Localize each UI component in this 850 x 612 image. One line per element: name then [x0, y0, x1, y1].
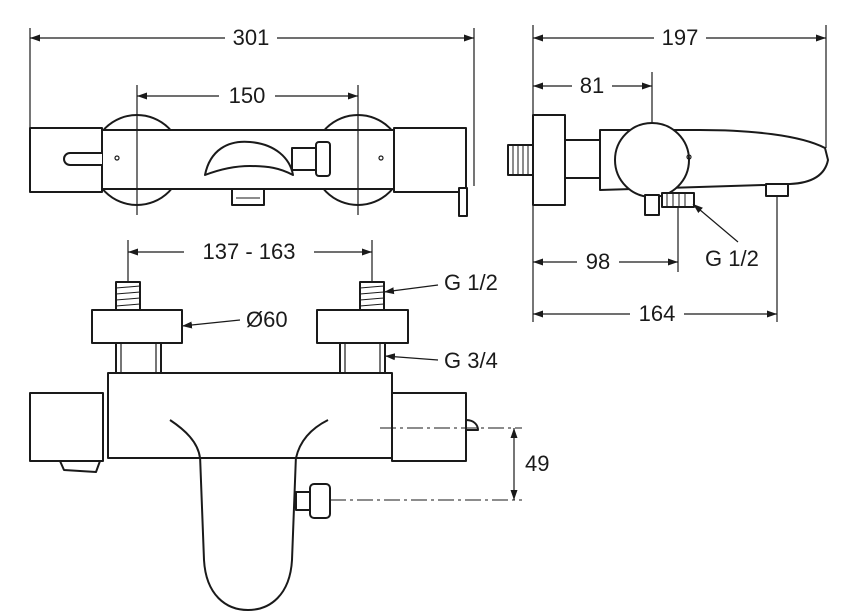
- top-view-screw-left: [114, 155, 120, 161]
- top-view-outlet-nozzle: [231, 188, 265, 206]
- side-view-spout-outlet: [765, 183, 789, 197]
- front-view-left-handle: [29, 392, 104, 462]
- front-view-right-handle: [391, 392, 467, 462]
- front-view-left-escutcheon: [91, 309, 183, 344]
- side-view-diverter: [644, 194, 660, 216]
- top-view-right-handle: [393, 127, 467, 193]
- front-view-spout-neck: [169, 419, 329, 459]
- front-view-diverter-knob: [309, 483, 331, 519]
- dim-overall-length: 301: [233, 25, 270, 50]
- side-view-escutcheon: [532, 114, 566, 206]
- side-view-axis-dot: [686, 154, 692, 160]
- top-view-lever-slot: [63, 152, 102, 166]
- front-view-left-lever: [59, 460, 101, 473]
- dim-wall-to-outlet: 98: [586, 249, 610, 274]
- leader-connector-thread: [384, 353, 439, 361]
- front-view-right-escutcheon: [316, 309, 409, 344]
- dim-overall-depth: 197: [662, 25, 699, 50]
- side-view: 197 81 98 G 1/2 164: [507, 24, 829, 326]
- top-view-spout: [204, 140, 294, 176]
- front-view-left-connector: [115, 342, 162, 374]
- side-view-inlet-thread: [507, 144, 534, 176]
- leader-outlet-thread: [692, 203, 739, 243]
- leader-escutcheon-diameter: [181, 319, 241, 329]
- top-view-diverter-stem: [291, 147, 317, 171]
- front-view-diverter-stem: [295, 491, 311, 511]
- front-view-right-connector: [339, 342, 386, 374]
- top-view: 301 150: [29, 24, 475, 217]
- front-view: 137 - 163: [29, 238, 549, 611]
- side-view-handle: [614, 122, 690, 198]
- leader-inlet-thread: [383, 284, 439, 295]
- dim-wall-to-axis: 81: [580, 73, 604, 98]
- top-view-diverter-knob: [315, 141, 331, 177]
- label-inlet-thread: G 1/2: [444, 270, 498, 295]
- side-view-connector: [564, 139, 601, 179]
- front-view-spout: [199, 454, 297, 611]
- dim-outlet-height: 49: [525, 451, 549, 476]
- label-outlet-thread: G 1/2: [705, 246, 759, 271]
- dim-inlet-centers: 150: [229, 83, 266, 108]
- dim-adjustable-centers: 137 - 163: [203, 239, 296, 264]
- label-escutcheon-diameter: Ø60: [246, 307, 288, 332]
- top-view-handle-plate: [458, 187, 468, 217]
- dim-wall-to-spout: 164: [639, 301, 676, 326]
- top-view-screw-right: [378, 155, 384, 161]
- label-connector-thread: G 3/4: [444, 348, 498, 373]
